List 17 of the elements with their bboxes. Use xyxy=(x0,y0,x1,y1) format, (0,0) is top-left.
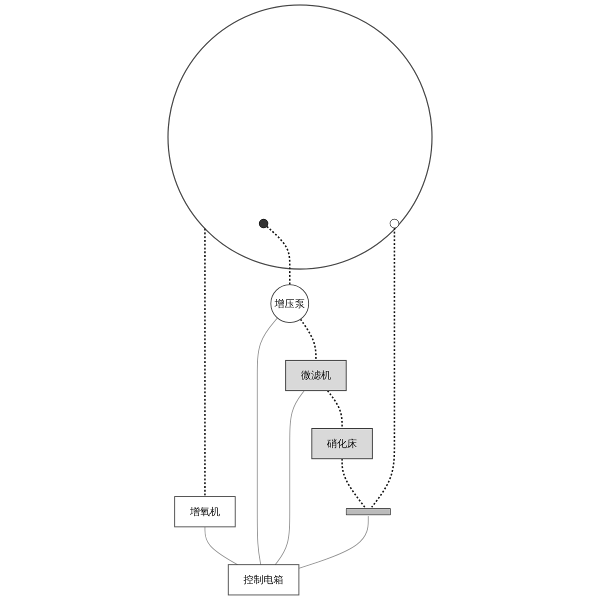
connector xyxy=(326,390,343,428)
connector xyxy=(204,228,206,497)
cluster xyxy=(167,4,433,270)
connector xyxy=(256,318,278,566)
node-circle xyxy=(390,218,400,228)
connector xyxy=(204,526,238,566)
node-box: 硝化床 xyxy=(311,428,373,460)
connector xyxy=(300,318,317,360)
node-box: 增氧机 xyxy=(174,496,236,528)
connector xyxy=(274,390,305,566)
connector xyxy=(371,228,396,508)
connector xyxy=(341,458,366,508)
node-circle: 增压泵 xyxy=(270,284,310,324)
node-box: 微滤机 xyxy=(285,360,347,392)
node-circle xyxy=(258,218,268,228)
connector xyxy=(298,516,369,569)
node-box: 控制电箱 xyxy=(228,564,300,596)
